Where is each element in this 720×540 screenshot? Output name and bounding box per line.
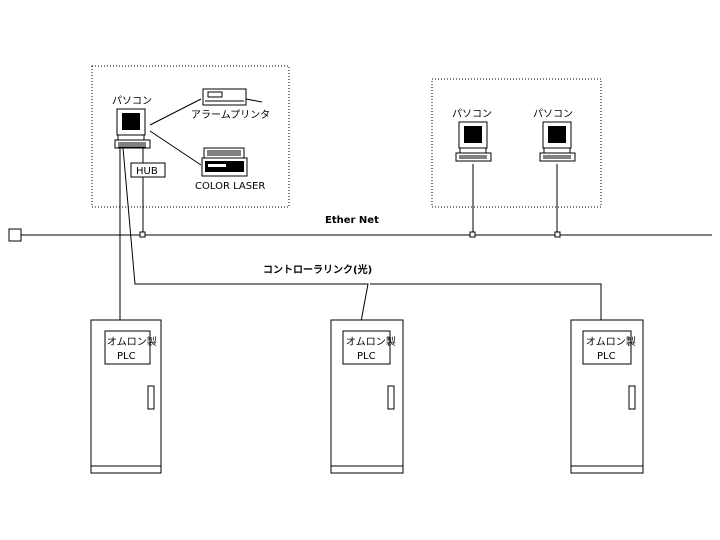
printer-icon (202, 88, 263, 106)
plc-1-model: PLC (117, 351, 136, 362)
cabinet-handle (147, 385, 155, 410)
plc-2-model: PLC (357, 351, 376, 362)
remote-pc-2: パソコン (533, 108, 576, 162)
plc-cabinet-1: オムロン製 PLC (90, 319, 162, 474)
ethernet-node-remote-pc-2 (554, 231, 561, 238)
cabinet-handle (387, 385, 395, 410)
controller-link-line-right (370, 283, 602, 324)
computer-icon (455, 121, 492, 162)
alarm-printer: アラームプリンタ (191, 88, 270, 121)
remote-group-box (431, 78, 602, 208)
ethernet-node-remote-pc-1 (469, 231, 476, 238)
plc-3-model: PLC (597, 351, 616, 362)
plc-label-box (104, 330, 151, 365)
color-laser-label: COLOR LASER (195, 181, 265, 192)
laser-printer-icon (201, 147, 248, 177)
remote-pc-2-label: パソコン (533, 108, 573, 120)
plc-2-maker: オムロン製 (346, 335, 396, 348)
office-pc: パソコン (112, 95, 152, 149)
plc-3-maker: オムロン製 (586, 335, 636, 348)
remote-pc-1: パソコン (452, 108, 492, 162)
ethernet-node-hub (139, 231, 146, 238)
controller-link-label: コントローラリンク(光) (263, 263, 372, 276)
plc-1-maker: オムロン製 (107, 335, 157, 348)
pc-to-alarm-printer-line (149, 98, 202, 126)
cabinet-handle (628, 385, 636, 410)
plc-cabinet-2: オムロン製 PLC (330, 319, 404, 474)
controller-link-line (122, 147, 369, 328)
plc-label-box (342, 330, 391, 365)
hub-label: HUB (136, 166, 158, 177)
computer-icon (539, 121, 576, 162)
office-group-box (91, 65, 290, 208)
pc-to-color-laser-line (149, 130, 202, 166)
remote-pc-1-label: パソコン (452, 108, 492, 120)
plc-label-box (582, 330, 632, 365)
color-laser-printer: COLOR LASER (195, 147, 265, 192)
office-pc-label: パソコン (112, 95, 152, 107)
plc-cabinet-3: オムロン製 PLC (570, 319, 644, 474)
alarm-printer-label: アラームプリンタ (191, 109, 270, 121)
computer-icon (114, 108, 151, 149)
ethernet-label: Ether Net (325, 215, 379, 226)
hub-box (130, 162, 166, 178)
ethernet-terminator (8, 228, 22, 242)
